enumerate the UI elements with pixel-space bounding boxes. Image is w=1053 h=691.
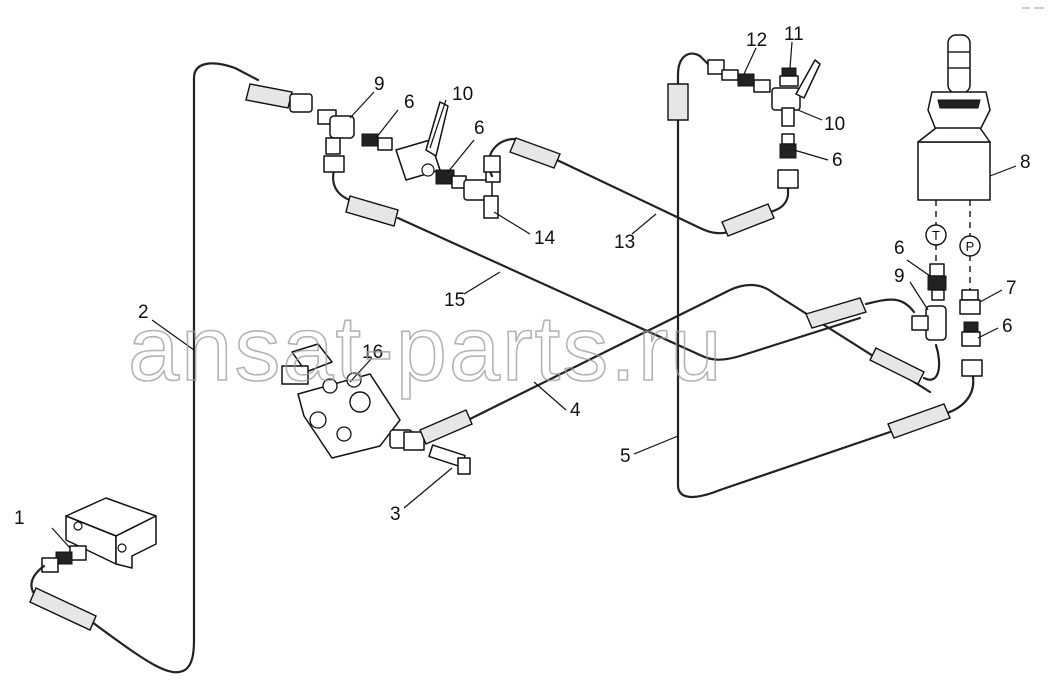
- sleeve-top-right: [667, 83, 689, 121]
- callout-8: 8: [1020, 152, 1031, 173]
- leader-14: [493, 211, 531, 235]
- joystick-valve-8: [917, 34, 991, 201]
- leader-6-right-lower: [977, 327, 999, 339]
- callout-3: 3: [390, 504, 401, 525]
- fitting-6-top-right: [779, 133, 797, 159]
- bracket-1: [65, 497, 157, 569]
- leader-15: [463, 271, 501, 295]
- fitting-6-right-top: [927, 263, 947, 301]
- hose-2: [90, 62, 260, 674]
- svg-text:P: P: [966, 239, 975, 254]
- callout-6-right-top: 6: [832, 150, 843, 171]
- leader-11: [789, 41, 793, 69]
- nut-13: [777, 169, 799, 189]
- fitting-9-top: [317, 109, 355, 155]
- tee-fitting-10-top: [395, 101, 449, 181]
- sleeve-15: [345, 195, 399, 227]
- callout-5: 5: [620, 446, 631, 467]
- callout-13: 13: [614, 232, 635, 253]
- callout-6-top: 6: [404, 92, 415, 113]
- fitting-6-top: [361, 133, 393, 151]
- leader-6-top: [375, 109, 399, 139]
- callout-6-right-upper: 6: [894, 238, 905, 259]
- leader-9-right: [909, 281, 929, 311]
- callout-14: 14: [534, 228, 556, 249]
- tee-fitting-14: [463, 169, 501, 219]
- nut-right-lower: [961, 359, 983, 377]
- leader-1: [51, 527, 71, 549]
- sleeve-1: [29, 587, 97, 631]
- sleeve-13-left: [509, 137, 561, 169]
- sleeve-4: [419, 409, 473, 445]
- leader-2: [151, 319, 195, 351]
- callout-2: 2: [138, 302, 149, 323]
- sleeve-right-middle: [869, 347, 925, 385]
- plug-11: [779, 67, 799, 87]
- leader-4: [533, 381, 567, 411]
- nut-top-right: [707, 59, 725, 75]
- leader-7: [979, 289, 1003, 303]
- valve-16: [281, 343, 425, 459]
- fitting-1: [41, 545, 87, 573]
- callout-10-right: 10: [824, 114, 845, 135]
- callout-9-top: 9: [374, 74, 385, 95]
- hose-15: [396, 216, 862, 361]
- leader-10-top: [429, 99, 447, 149]
- tee-fitting-10-right: [771, 59, 821, 127]
- sleeve-right-upper: [805, 297, 867, 329]
- leader-6-right-top: [793, 149, 829, 161]
- tee-fitting-9-right: [911, 305, 947, 341]
- nut-2-top: [289, 93, 313, 113]
- watermark-text: ansat-parts.ru: [128, 298, 724, 400]
- fitting-12: [721, 69, 771, 93]
- bolt-3: [428, 444, 471, 475]
- leader-12: [743, 47, 757, 75]
- callout-11: 11: [784, 24, 804, 45]
- sleeve-2-top: [245, 83, 293, 109]
- port-circle-tank: T: [925, 224, 947, 246]
- leader-13: [631, 213, 657, 235]
- hose-bend-right-middle: [922, 343, 941, 381]
- svg-text:T: T: [932, 228, 940, 243]
- leader-9-top: [349, 91, 375, 119]
- leader-6-mid: [447, 139, 475, 173]
- nut-13-left: [483, 155, 501, 173]
- callout-1: 1: [14, 508, 25, 529]
- callout-15: 15: [444, 290, 465, 311]
- callout-12: 12: [746, 30, 767, 51]
- callout-7: 7: [1006, 278, 1017, 299]
- callout-16: 16: [362, 342, 383, 363]
- hose-4: [466, 283, 932, 422]
- callout-4: 4: [570, 400, 581, 421]
- fitting-6-right-mid: [961, 321, 981, 347]
- fitting-7: [959, 289, 981, 315]
- leader-3: [403, 467, 453, 509]
- leader-8: [989, 165, 1017, 177]
- fitting-6-middle: [435, 169, 467, 189]
- leader-6-right-upper: [906, 259, 931, 277]
- hose-bend-right-upper: [864, 298, 916, 314]
- leader-10-right: [797, 109, 823, 121]
- hose-13: [555, 158, 730, 235]
- callout-9-right: 9: [894, 266, 905, 287]
- hose-top-right-bend: [676, 52, 712, 122]
- sleeve-right-lower: [887, 403, 951, 439]
- sleeve-13: [721, 203, 775, 237]
- port-circle-pressure: P: [959, 235, 981, 257]
- nut-15: [323, 155, 345, 173]
- callout-6-mid: 6: [474, 118, 485, 139]
- callout-10-top: 10: [452, 84, 473, 105]
- leader-16: [349, 357, 373, 383]
- callout-6-right-lower: 6: [1002, 316, 1013, 337]
- hose-5: [676, 118, 892, 498]
- leader-5: [633, 435, 679, 455]
